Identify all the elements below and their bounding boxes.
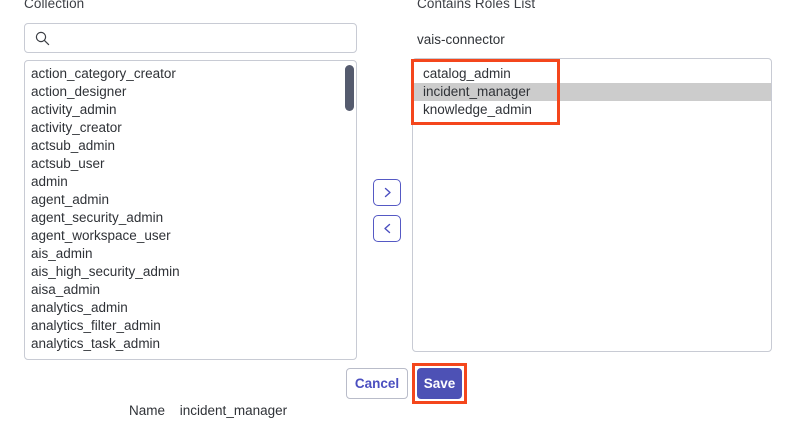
collection-option[interactable]: actsub_user <box>31 156 105 171</box>
name-label: Name <box>129 403 166 418</box>
chevron-right-icon <box>382 186 393 199</box>
name-row: Name incident_manager <box>129 403 287 418</box>
move-right-button[interactable] <box>373 179 401 206</box>
collection-option[interactable]: agent_admin <box>31 192 110 207</box>
collection-option[interactable]: activity_creator <box>31 120 122 135</box>
collection-option[interactable]: analytics_filter_admin <box>31 318 161 333</box>
search-icon <box>35 31 50 46</box>
collection-scrollbar-thumb[interactable] <box>345 65 354 111</box>
collection-option[interactable]: agent_workspace_user <box>31 228 171 243</box>
collection-option[interactable]: action_designer <box>31 84 127 99</box>
role-option[interactable]: knowledge_admin <box>423 102 532 117</box>
collection-option-clipped[interactable] <box>25 353 356 359</box>
selected-collection-name: vais-connector <box>417 32 505 47</box>
collection-option[interactable]: ais_admin <box>31 246 93 261</box>
collection-heading: Collection <box>24 0 85 11</box>
collection-option[interactable]: ais_high_security_admin <box>31 264 180 279</box>
search-field[interactable] <box>24 23 357 53</box>
name-value: incident_manager <box>179 403 288 418</box>
contains-roles-list-heading: Contains Roles List <box>417 0 536 11</box>
collection-scrollbar[interactable] <box>345 63 354 359</box>
role-option-selected[interactable]: incident_manager <box>413 83 771 101</box>
collection-option[interactable]: aisa_admin <box>31 282 101 297</box>
chevron-left-icon <box>382 222 393 235</box>
move-left-button[interactable] <box>373 215 401 242</box>
collection-option[interactable]: analytics_admin <box>31 300 128 315</box>
role-option[interactable]: catalog_admin <box>423 66 511 81</box>
cancel-button[interactable]: Cancel <box>346 368 408 399</box>
collection-option[interactable]: agent_security_admin <box>31 210 164 225</box>
save-button[interactable]: Save <box>417 368 462 399</box>
collection-option[interactable]: activity_admin <box>31 102 117 117</box>
search-input[interactable] <box>58 24 348 52</box>
collection-option[interactable]: admin <box>31 174 68 189</box>
collection-option[interactable]: action_category_creator <box>31 66 176 81</box>
collection-option[interactable]: analytics_task_admin <box>31 336 161 351</box>
collection-option[interactable]: actsub_admin <box>31 138 116 153</box>
